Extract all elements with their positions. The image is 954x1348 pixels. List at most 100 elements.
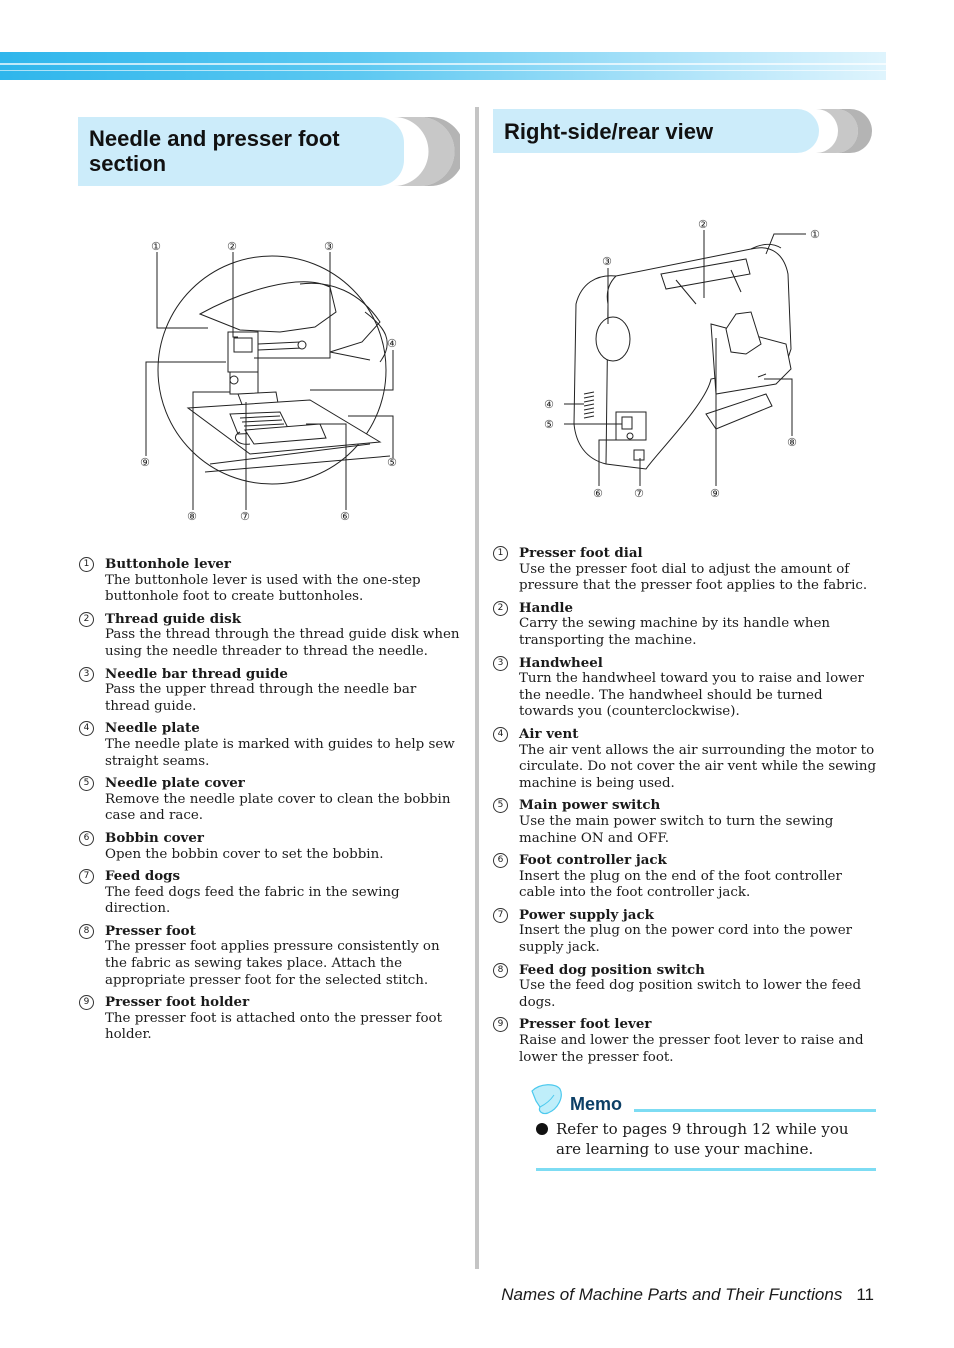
- item-number: 4: [79, 721, 94, 737]
- part-description: The presser foot is attached onto the pr…: [105, 1010, 442, 1043]
- callout-label: ①: [810, 228, 820, 241]
- callout-label: ③: [324, 240, 334, 253]
- item-number: 1: [493, 546, 508, 561]
- callout-label: ①: [151, 240, 161, 253]
- item-number: 6: [79, 830, 94, 846]
- part-name: Handle: [519, 599, 574, 616]
- callout-label: ②: [227, 240, 237, 253]
- callout-label: ⑧: [187, 510, 197, 523]
- callout-label: ③: [602, 255, 612, 268]
- item-number: 2: [493, 600, 508, 616]
- part-description: Pass the upper thread through the needle…: [105, 682, 417, 714]
- page-number: 11: [856, 1285, 874, 1304]
- part-description: The buttonhole lever is used with the on…: [105, 572, 421, 605]
- needle-presser-foot-diagram: ① ② ③ ④ ⑤ ⑥ ⑦ ⑧ ⑨: [140, 240, 397, 523]
- part-description: Insert the plug on the end of the foot c…: [519, 868, 842, 901]
- item-number: 5: [79, 776, 94, 792]
- callout-label: ⑨: [140, 456, 150, 469]
- part-name: Needle plate: [105, 720, 200, 737]
- part-description: Open the bobbin cover to set the bobbin.: [105, 846, 384, 862]
- item-number: 4: [493, 726, 508, 742]
- item-number: 8: [79, 923, 94, 939]
- part-name: Main power switch: [519, 797, 661, 814]
- section-heading-left: Needle and presser foot section: [78, 117, 404, 186]
- part-description: Use the presser foot dial to adjust the …: [519, 561, 868, 594]
- item-number: 6: [493, 853, 508, 869]
- part-description: Pass the thread through the thread guide…: [105, 627, 460, 659]
- callout-label: ⑤: [544, 418, 554, 431]
- part-name: Handwheel: [519, 654, 603, 671]
- callout-label: ④: [387, 337, 397, 350]
- item-number: 9: [493, 1017, 508, 1033]
- memo-body: Refer to pages 9 through 12 while you ar…: [536, 1119, 866, 1159]
- part-name: Power supply jack: [519, 906, 654, 923]
- memo-title: Memo: [570, 1094, 623, 1114]
- section-title: Needle and presser foot section: [89, 126, 340, 176]
- callout-label: ⑨: [710, 487, 720, 500]
- part-description: Insert the plug on the power cord into t…: [519, 923, 853, 956]
- part-description: The air vent allows the air surrounding …: [519, 742, 877, 791]
- part-name: Thread guide disk: [105, 610, 241, 627]
- part-name: Needle bar thread guide: [105, 665, 288, 682]
- item-number: 3: [493, 655, 508, 671]
- callout-label: ⑥: [340, 510, 350, 523]
- part-description: The needle plate is marked with guides t…: [105, 736, 455, 769]
- item-number: 5: [493, 798, 508, 814]
- part-name: Presser foot: [105, 922, 196, 939]
- part-description: Turn the handwheel toward you to raise a…: [519, 671, 864, 720]
- part-name: Feed dogs: [105, 868, 181, 885]
- page-footer: Names of Machine Parts and Their Functio…: [501, 1285, 874, 1305]
- callout-label: ④: [544, 398, 554, 411]
- callout-label: ⑥: [593, 487, 603, 500]
- part-description: Use the main power switch to turn the se…: [519, 813, 834, 846]
- callout-label: ⑤: [387, 456, 397, 469]
- memo-divider: [536, 1168, 876, 1171]
- callout-label: ⑦: [634, 487, 644, 500]
- part-name: Needle plate cover: [105, 775, 245, 792]
- callout-label: ⑦: [240, 510, 250, 523]
- part-name: Presser foot holder: [105, 994, 250, 1011]
- part-description: Remove the needle plate cover to clean t…: [105, 791, 451, 824]
- part-description: Raise and lower the presser foot lever t…: [519, 1033, 864, 1065]
- part-name: Bobbin cover: [105, 829, 204, 846]
- section-title: Right-side/rear view: [504, 119, 714, 144]
- callout-label: ⑧: [787, 436, 797, 449]
- part-name: Presser foot dial: [519, 545, 643, 561]
- part-description: Carry the sewing machine by its handle w…: [519, 616, 831, 648]
- item-number: 3: [79, 666, 94, 682]
- item-number: 7: [493, 907, 508, 923]
- memo-text: Refer to pages 9 through 12 while you ar…: [556, 1120, 849, 1158]
- column-divider: [475, 107, 479, 1269]
- heading-chevron-icon: [394, 117, 460, 186]
- memo-divider: [634, 1109, 876, 1112]
- item-number: 8: [493, 962, 508, 978]
- callout-label: ②: [698, 218, 708, 231]
- machine-rear-view-diagram: ① ② ③ ④ ⑤ ⑥ ⑦ ⑧ ⑨: [544, 218, 820, 500]
- heading-chevron-icon: [816, 109, 872, 153]
- memo-icon: [531, 1084, 562, 1115]
- part-description: The feed dogs feed the fabric in the sew…: [105, 884, 400, 917]
- top-color-band: [0, 52, 886, 80]
- part-name: Feed dog position switch: [519, 961, 705, 978]
- footer-title: Names of Machine Parts and Their Functio…: [501, 1285, 843, 1304]
- section-heading-right: Right-side/rear view: [493, 109, 819, 153]
- part-name: Air vent: [519, 725, 579, 742]
- part-name: Presser foot lever: [519, 1016, 652, 1033]
